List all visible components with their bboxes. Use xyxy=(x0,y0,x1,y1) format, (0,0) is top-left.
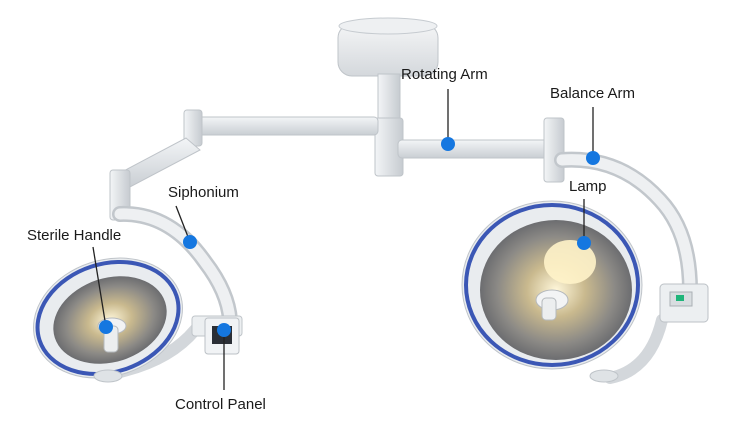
right-control-panel-box xyxy=(659,283,709,323)
label-lamp: Lamp xyxy=(569,178,607,195)
label-balance-arm: Balance Arm xyxy=(550,85,636,102)
left-control-panel-box xyxy=(191,315,243,355)
marker-rotating-arm xyxy=(441,137,455,151)
callout-markers xyxy=(99,137,600,337)
marker-control-panel xyxy=(217,323,231,337)
right-balance-arm xyxy=(397,117,698,384)
marker-balance-arm xyxy=(586,151,600,165)
left-rotating-arm xyxy=(109,109,379,221)
left-lamp-head xyxy=(33,257,183,383)
label-sterile-handle: Sterile Handle xyxy=(27,227,122,244)
right-lamp-head xyxy=(461,200,643,383)
label-siphonium: Siphonium xyxy=(168,184,239,201)
leader-sterile-handle xyxy=(92,246,107,328)
marker-lamp xyxy=(577,236,591,250)
marker-sterile-handle xyxy=(99,320,113,334)
marker-siphonium xyxy=(183,235,197,249)
label-rotating-arm: Rotating Arm xyxy=(401,66,488,83)
label-control-panel: Control Panel xyxy=(175,396,266,413)
